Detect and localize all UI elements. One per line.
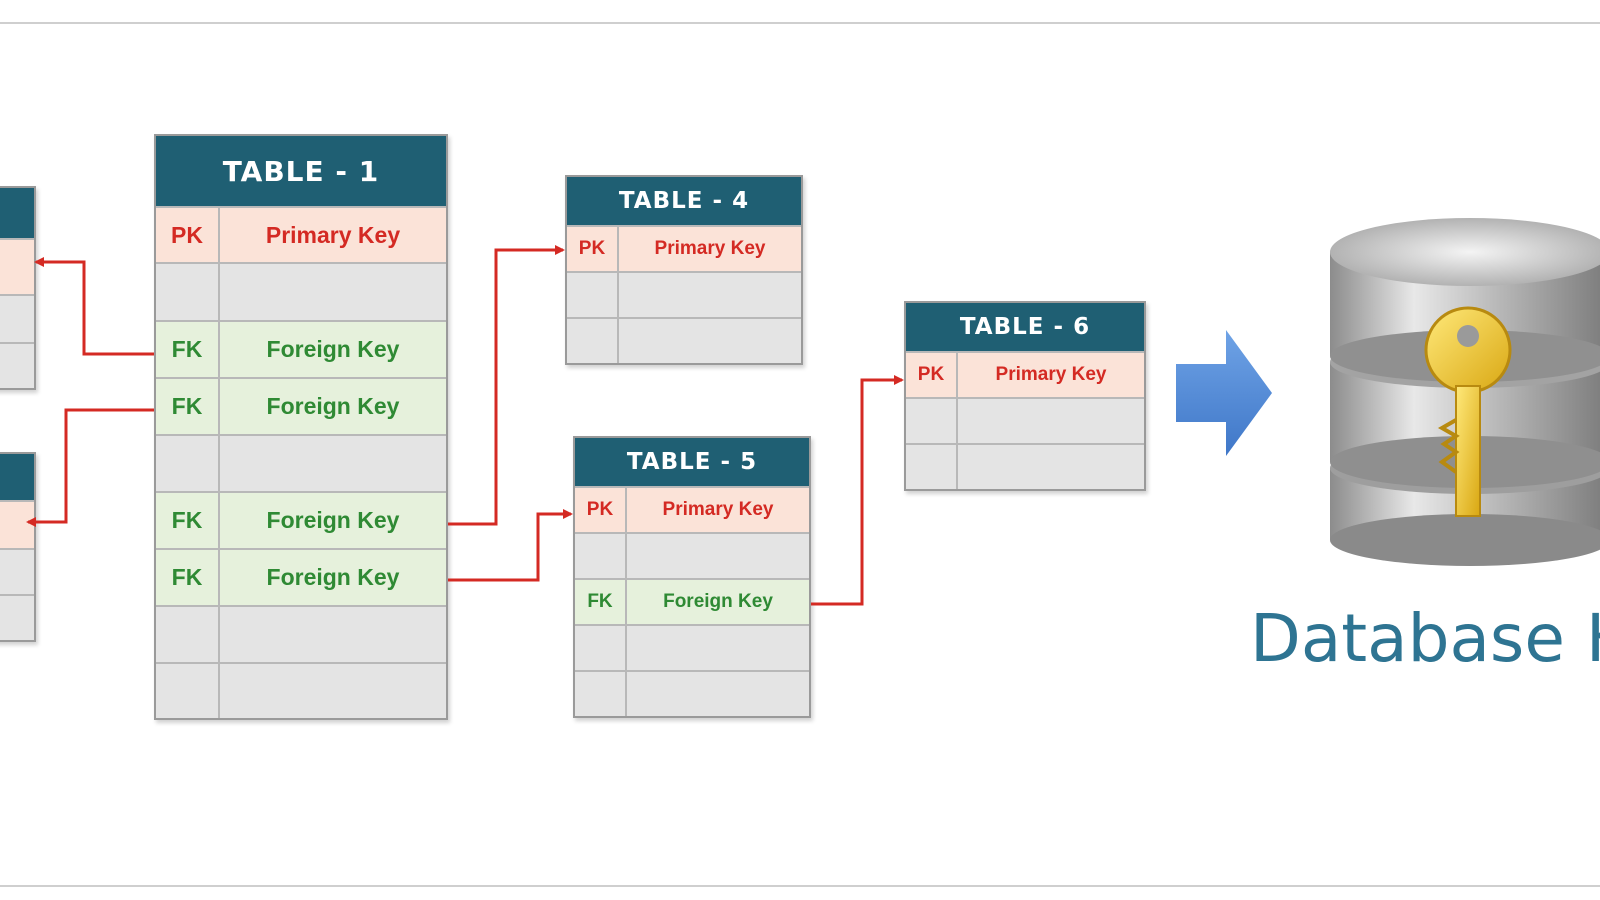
key-label-cell: [958, 445, 1144, 489]
key-label-cell: Primary Key: [654, 238, 766, 259]
key-type-cell: [567, 273, 619, 317]
key-type-cell: [567, 319, 619, 363]
table-header: TABLE - 6: [906, 303, 1144, 351]
foreign-key-row: FK Foreign Key: [156, 320, 446, 377]
key-type-cell: PK: [906, 353, 958, 397]
key-label-cell: Foreign Key: [266, 393, 400, 419]
key-label-cell: [220, 436, 446, 491]
key-label-cell: Foreign Key: [663, 591, 773, 612]
key-type-cell: [906, 399, 958, 443]
connector-table-5-to-table-6: [811, 375, 904, 606]
empty-row: [575, 532, 809, 578]
key-type-cell: [156, 436, 220, 491]
key-type-cell: FK: [156, 550, 220, 605]
table-6: TABLE - 6 PK Primary Key: [904, 301, 1146, 491]
empty-row: [575, 670, 809, 716]
key-label-cell: Primary Key: [995, 364, 1107, 385]
key-type-cell: FK: [156, 493, 220, 548]
top-divider: [0, 22, 1600, 24]
bottom-divider: [0, 885, 1600, 887]
empty-row: [156, 262, 446, 320]
database-key-icon: [1330, 218, 1600, 566]
table-header: TABLE - 1: [156, 136, 446, 206]
table-header: [0, 454, 34, 500]
key-type-cell: PK: [156, 208, 220, 262]
empty-row: [567, 271, 801, 317]
key-label-cell: [958, 399, 1144, 443]
empty-row: [575, 624, 809, 670]
empty-row: [156, 662, 446, 718]
key-label-cell: [220, 664, 446, 718]
primary-key-row: PK Primary Key: [906, 351, 1144, 397]
key-type-cell: PK: [575, 488, 627, 532]
primary-key-row: PK Primary Key: [575, 486, 809, 532]
empty-row: [906, 397, 1144, 443]
foreign-key-row: FK Foreign Key: [575, 578, 809, 624]
key-label-cell: Primary Key: [265, 221, 401, 248]
key-type-cell: FK: [156, 379, 220, 434]
connector-fk-to-table-5: [448, 509, 573, 582]
foreign-key-row: FK Foreign Key: [156, 377, 446, 434]
empty-row: [567, 317, 801, 363]
empty-row: [0, 342, 34, 388]
key-label-cell: [619, 319, 801, 363]
partial-table-b: [0, 452, 36, 642]
primary-key-row: PK Primary Key: [156, 206, 446, 262]
primary-key-row: [0, 500, 34, 548]
key-label-cell: Foreign Key: [266, 507, 400, 533]
caption-title: Database K: [1250, 600, 1600, 677]
key-label-cell: [627, 672, 809, 716]
empty-row: [0, 548, 34, 594]
key-type-cell: [156, 664, 220, 718]
primary-key-row: PK Primary Key: [567, 225, 801, 271]
key-type-cell: [906, 445, 958, 489]
key-label-cell: [627, 534, 809, 578]
key-label-cell: Foreign Key: [266, 564, 400, 590]
key-label-cell: Foreign Key: [266, 336, 400, 362]
partial-table-a: [0, 186, 36, 390]
key-type-cell: FK: [156, 322, 220, 377]
empty-row: [0, 294, 34, 342]
key-label-cell: [627, 626, 809, 670]
right-arrow-icon: [1176, 330, 1272, 456]
empty-row: [156, 605, 446, 662]
empty-row: [156, 434, 446, 491]
key-type-cell: [156, 264, 220, 320]
key-label-cell: [619, 273, 801, 317]
key-label-cell: [220, 607, 446, 662]
table-header: [0, 188, 34, 238]
foreign-key-row: FK Foreign Key: [156, 491, 446, 548]
key-type-cell: [575, 672, 627, 716]
key-label-cell: Primary Key: [662, 499, 774, 520]
key-label-cell: [220, 264, 446, 320]
primary-key-row: [0, 238, 34, 294]
connector-fk-to-table-4: [448, 245, 565, 526]
table-4: TABLE - 4 PK Primary Key: [565, 175, 803, 365]
table-header: TABLE - 4: [567, 177, 801, 225]
key-type-cell: [156, 607, 220, 662]
key-type-cell: [575, 534, 627, 578]
key-icon: [1424, 306, 1512, 517]
key-type-cell: [575, 626, 627, 670]
empty-row: [906, 443, 1144, 489]
key-type-cell: FK: [575, 580, 627, 624]
connector-fk-to-partial-a: [34, 257, 154, 356]
empty-row: [0, 594, 34, 640]
connector-fk-to-partial-b: [26, 408, 154, 527]
table-header: TABLE - 5: [575, 438, 809, 486]
foreign-key-row: FK Foreign Key: [156, 548, 446, 605]
key-type-cell: PK: [567, 227, 619, 271]
